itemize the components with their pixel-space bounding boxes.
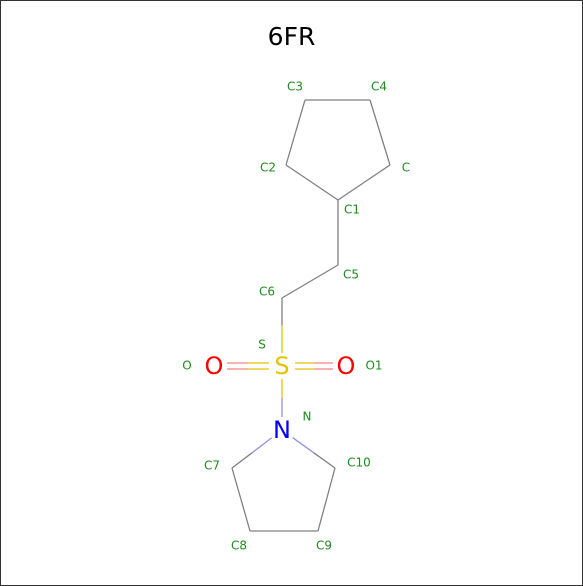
atom-symbol-s: S: [274, 352, 289, 380]
atom-label-o1: O1: [365, 359, 382, 373]
atom-label-s: S: [258, 338, 266, 352]
atom-label-c4: C4: [371, 80, 387, 94]
atom-symbol-o: O: [205, 352, 224, 380]
atom-label-c10: C10: [347, 456, 371, 470]
bond-c2-c3-b: [294, 99, 306, 133]
bond-c5-c6-b: [281, 280, 311, 299]
atom-label-c8: C8: [231, 539, 247, 553]
atom-label-o: O: [182, 359, 191, 373]
atom-label-c: C: [402, 161, 410, 175]
molecule-title: 6FR: [267, 22, 316, 51]
bond-c1-c2-b: [285, 164, 313, 184]
bond-c4-c-b: [379, 132, 391, 166]
atom-label-n: N: [303, 410, 312, 424]
bond-c4-c-a: [369, 99, 381, 133]
bond-c9-c10-a: [317, 499, 328, 532]
atom-label-c2: C2: [260, 161, 276, 175]
bond-c7-c8-b: [240, 499, 251, 532]
atom-label-c1: C1: [344, 203, 360, 217]
atom-label-c5: C5: [343, 268, 359, 282]
bond-c-c1-b: [337, 181, 365, 201]
atom-label-c6: C6: [259, 285, 275, 299]
atom-label-c9: C9: [316, 539, 332, 553]
atom-symbol-o1: O: [337, 352, 356, 380]
bond-c9-c10-b: [325, 467, 336, 500]
bond-c10-n-b: [292, 437, 315, 454]
bond-c1-c2-a: [311, 181, 339, 201]
bond-c5-c6-a: [309, 264, 339, 283]
bond-c10-n-a: [313, 452, 336, 469]
bond-c2-c3-a: [285, 132, 297, 166]
atom-symbol-n: N: [273, 416, 291, 444]
atom-label-c3: C3: [287, 80, 303, 94]
atom-label-c7: C7: [204, 459, 220, 473]
bond-c7-c8-a: [231, 467, 242, 500]
bond-n-c7-b: [231, 452, 253, 469]
bond-n-c7-a: [251, 437, 273, 454]
bond-c-c1-a: [363, 164, 391, 184]
